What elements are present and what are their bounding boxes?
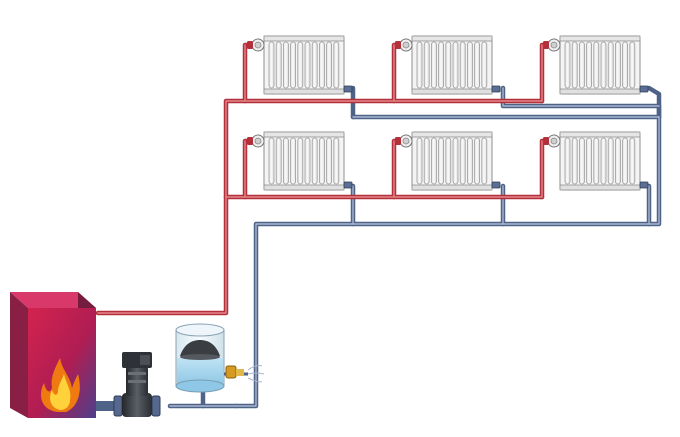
boiler-with-flame-icon <box>10 292 96 418</box>
circulation-pump-icon <box>96 352 161 417</box>
thermostatic-valve-icon <box>247 134 265 148</box>
radiator <box>247 35 353 95</box>
return-pipe-network <box>95 85 662 409</box>
thermostatic-valve-icon <box>543 134 561 148</box>
return-valve-icon <box>343 181 353 189</box>
thermostatic-valve-icon <box>395 38 413 52</box>
radiator <box>247 131 353 191</box>
radiator-group <box>247 35 649 191</box>
relief-valve-icon <box>224 365 265 383</box>
radiator <box>395 131 501 191</box>
return-valve-icon <box>639 85 649 93</box>
radiator <box>395 35 501 95</box>
return-valve-icon <box>343 85 353 93</box>
return-valve-icon <box>491 85 501 93</box>
thermostatic-valve-icon <box>247 38 265 52</box>
radiator <box>543 131 649 191</box>
flame-icon <box>40 358 80 412</box>
radiator <box>543 35 649 95</box>
expansion-tank-icon <box>175 323 225 393</box>
return-valve-icon <box>491 181 501 189</box>
thermostatic-valve-icon <box>543 38 561 52</box>
return-valve-icon <box>639 181 649 189</box>
thermostatic-valve-icon <box>395 134 413 148</box>
